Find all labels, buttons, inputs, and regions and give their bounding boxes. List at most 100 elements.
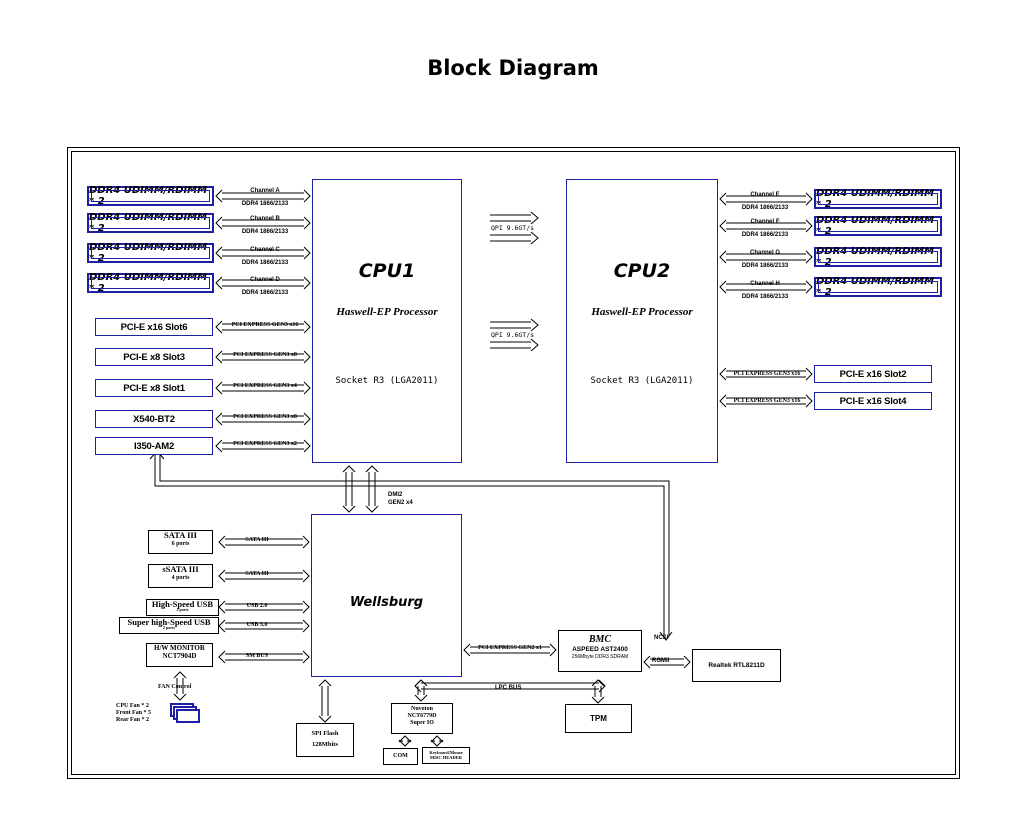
qpi-arrow-2 <box>490 318 539 332</box>
channel-a-label: Channel A <box>250 188 280 194</box>
channel-e-speed: DDR4 1866/2133 <box>741 205 789 211</box>
dmi-gen-label: GEN2 x4 <box>388 500 413 506</box>
lpc-bus-label: LPC BUS <box>495 685 522 691</box>
qpi-label-2: QPI 9.6GT/s <box>491 331 535 339</box>
slot-pcie-x8-slot3: PCI-E x8 Slot3 <box>95 348 213 366</box>
bmc-pcie-arrow <box>463 643 557 657</box>
cpu1-title: CPU1 <box>358 260 416 282</box>
diagram-frame-inner <box>71 151 956 775</box>
usb2-block: High-Speed USB 2 ports <box>146 599 219 616</box>
pcie-left-arrow-4 <box>215 439 311 453</box>
dmi-arrow-2 <box>365 465 379 513</box>
dimm-e: DDR4 UDIMM/RDIMM * 2 <box>814 188 942 210</box>
bmc-name: BMC <box>588 634 612 645</box>
pch-io-arrow-2 <box>218 600 310 614</box>
com-arrow <box>398 735 412 747</box>
dimm-f: DDR4 UDIMM/RDIMM * 2 <box>814 215 942 237</box>
ssata-name: sSATA III <box>162 564 199 574</box>
slot4-bus-label: PCI EXPRESS GEN3 x16 <box>733 398 801 404</box>
rgmii-arrow <box>643 655 691 669</box>
cpu1-block: CPU1 Haswell-EP Processor Socket R3 (LGA… <box>312 179 462 463</box>
dimm-right-arrow-0 <box>719 192 813 206</box>
dimm-left-arrow-3 <box>215 276 311 290</box>
pcie-left-arrow-2 <box>215 381 311 395</box>
qpi-arrow-1 <box>490 211 539 225</box>
cpu2-processor: Haswell-EP Processor <box>591 306 693 318</box>
spi-size: 128Mbits <box>312 741 338 749</box>
channel-a-speed: DDR4 1866/2133 <box>241 201 289 207</box>
pcie-left-arrow-3 <box>215 412 311 426</box>
pcie-left-arrow-1 <box>215 350 311 364</box>
x540-bus-label: PCI EXPRESS GEN3 x8 <box>233 414 297 420</box>
channel-d-speed: DDR4 1866/2133 <box>241 290 289 296</box>
channel-f-speed: DDR4 1866/2133 <box>741 232 789 238</box>
i350-bus-label: PCI EXPRESS GEN3 x2 <box>233 441 297 447</box>
spi-name: SPI Flash <box>311 730 339 737</box>
dimm-right-arrow-3 <box>719 280 813 294</box>
channel-b-speed: DDR4 1866/2133 <box>241 229 289 235</box>
pcie-right-arrow-0 <box>719 367 813 381</box>
dmi-arrow-1 <box>342 465 356 513</box>
fan-arrow <box>173 671 187 701</box>
usb3-ports: 2 ports <box>163 624 175 630</box>
bmc-pcie-label: PCI EXPRESS GEN2 x1 <box>478 645 542 651</box>
dimm-d: DDR4 UDIMM/RDIMM * 2 <box>87 272 214 294</box>
ncsi-path <box>154 455 670 636</box>
com-block: COM <box>383 748 418 765</box>
qpi-label-1: QPI 9.6GT/s <box>491 224 535 232</box>
channel-b-label: Channel B <box>250 216 280 222</box>
dimm-left-arrow-1 <box>215 216 311 230</box>
pch-io-arrow-1 <box>218 569 310 583</box>
qpi-arrow-1b <box>490 231 539 245</box>
dimm-left-arrow-2 <box>215 246 311 260</box>
ncsi-label: NCSI <box>654 635 669 641</box>
rgmii-label: RGMII <box>652 658 670 664</box>
slot3-bus-label: PCI EXPRESS GEN3 x8 <box>233 352 297 358</box>
superio-type: Super IO <box>410 719 434 726</box>
pcie-right-arrow-1 <box>719 394 813 408</box>
channel-h-label: Channel H <box>750 281 780 287</box>
usb3-block: Super high-Speed USB 2 ports <box>119 617 219 634</box>
dimm-left-arrow-0 <box>215 189 311 203</box>
pch-block: Wellsburg <box>311 514 462 677</box>
sata-block: SATA III 6 ports <box>148 530 213 554</box>
realtek-block: Realtek RTL8211D <box>692 649 781 682</box>
fan-icon <box>170 703 200 723</box>
cpu2-socket: Socket R3 (LGA2011) <box>590 376 694 386</box>
slot-pcie-x8-slot1: PCI-E x8 Slot1 <box>95 379 213 397</box>
ssata-block: sSATA III 4 ports <box>148 564 213 588</box>
channel-g-speed: DDR4 1866/2133 <box>741 263 789 269</box>
dimm-right-arrow-2 <box>719 250 813 264</box>
superio-lpc-arrow <box>414 679 428 702</box>
hwmon-block: H/W MONITOR NCT7904D <box>146 643 213 667</box>
ssata-ports: 4 ports <box>171 574 190 581</box>
superio-block: Nuvoton NCT6779D Super IO <box>391 703 453 734</box>
hwmon-chip: NCT7904D <box>162 652 197 661</box>
slot-pcie-x16-slot4: PCI-E x16 Slot4 <box>814 392 932 410</box>
pcie-left-arrow-0 <box>215 320 311 334</box>
bmc-mem: 256Mbyte DDR3 SDRAM <box>571 653 629 660</box>
pch-io-arrow-3 <box>218 619 310 633</box>
slot-pcie-x16-slot6: PCI-E x16 Slot6 <box>95 318 213 336</box>
cpu1-processor: Haswell-EP Processor <box>336 306 438 318</box>
pch-io-arrow-4 <box>218 650 310 664</box>
fan-control-label: FAN Control <box>158 684 192 690</box>
kbms-arrow <box>430 735 444 747</box>
qpi-arrow-2b <box>490 338 539 352</box>
diagram-frame <box>67 147 960 779</box>
channel-c-label: Channel C <box>250 247 280 253</box>
dmi-label: DMI2 <box>388 492 403 498</box>
tpm-lpc-arrow <box>591 679 605 704</box>
superio-brand: Nuvoton <box>410 706 433 712</box>
sata-ports: 6 ports <box>171 540 190 547</box>
ssata-bus-label: SATA III <box>245 571 269 577</box>
dimm-g: DDR4 UDIMM/RDIMM * 2 <box>814 246 942 268</box>
cpu2-block: CPU2 Haswell-EP Processor Socket R3 (LGA… <box>566 179 718 463</box>
cpu1-socket: Socket R3 (LGA2011) <box>335 376 439 386</box>
pch-io-arrow-0 <box>218 535 310 549</box>
channel-c-speed: DDR4 1866/2133 <box>241 260 289 266</box>
fan-line-2: Front Fan * 5 <box>116 710 152 716</box>
dimm-h: DDR4 UDIMM/RDIMM * 2 <box>814 276 942 298</box>
fan-line-3: Rear Fan * 2 <box>116 717 150 723</box>
dimm-b: DDR4 UDIMM/RDIMM * 2 <box>87 212 214 234</box>
